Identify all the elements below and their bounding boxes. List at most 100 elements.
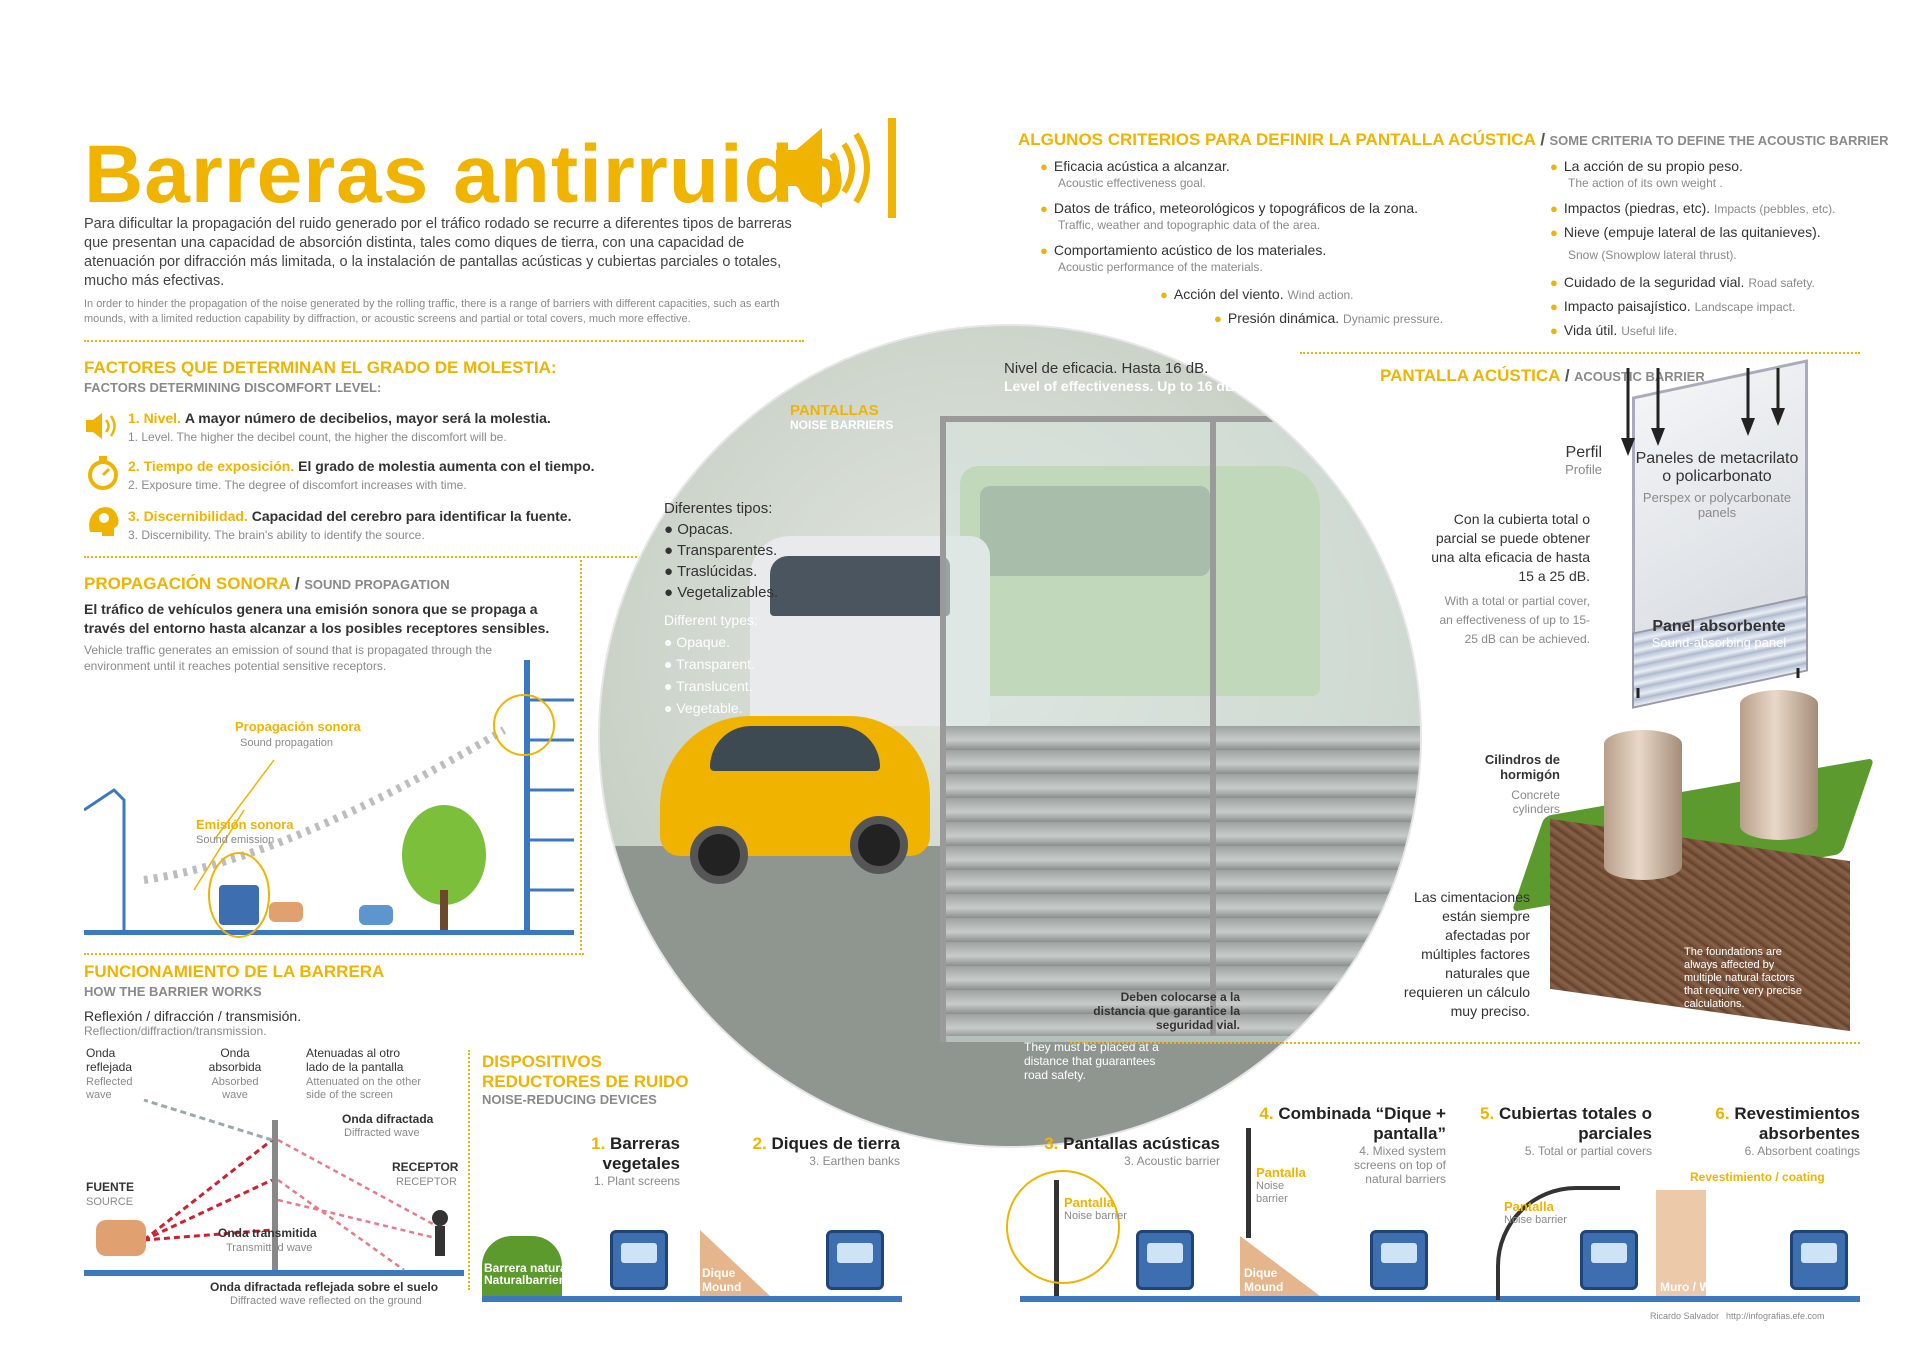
label: Onda difractada (342, 1112, 434, 1126)
truck-icon (1580, 1230, 1638, 1290)
label: Propagación sonora (235, 719, 361, 734)
propagation-diagram (83, 640, 584, 945)
stopwatch-icon (86, 455, 120, 496)
label: Diffracted wave reflected on the ground (230, 1295, 422, 1307)
device-3: 3. Pantallas acústicas 3. Acoustic barri… (1044, 1134, 1220, 1168)
car-window (710, 726, 880, 771)
noise-barrier-illustration (598, 324, 1422, 1148)
label: Onda difractada reflejada sobre el suelo (210, 1280, 439, 1294)
label: Onda absorbida (208, 1046, 262, 1074)
label: Reflected wave (86, 1076, 133, 1101)
label: Sound emission (196, 834, 275, 846)
concrete-cylinder (1604, 730, 1682, 880)
acoustic-barrier-heading: PANTALLA ACÚSTICA / ACOUSTIC BARRIER (1380, 366, 1705, 385)
absorbent-label: Panel absorbente Sound-absorbing panel (1651, 618, 1787, 650)
propagation-text: El tráfico de vehículos genera una emisi… (84, 601, 550, 636)
label: Diffracted wave (344, 1127, 420, 1139)
barrier-post (940, 416, 946, 1036)
criteria-item: Acción del viento. Wind action. (1160, 286, 1354, 304)
divider-vertical (468, 1050, 470, 1290)
how-text: Reflexión / difracción / transmisión. (84, 1008, 302, 1024)
barrier-diagram (84, 1080, 484, 1305)
factor-item: 1. Nivel. A mayor número de decibelios, … (128, 410, 551, 426)
absorbent-slats (946, 726, 1420, 1036)
page-title: Barreras antirruido (84, 129, 846, 220)
how-text-en: Reflection/diffraction/transmission. (84, 1024, 267, 1038)
criteria-item: La acción de su propio peso.The action o… (1550, 158, 1743, 192)
distance-note-en: They must be placed at a distance that g… (1024, 1040, 1159, 1082)
label: RECEPTOR (396, 1176, 457, 1188)
cylinders-label: Cilindros de hormigón Concrete cylinders (1484, 752, 1560, 816)
foundation-note: Las cimentaciones están siempre afectada… (1403, 889, 1530, 1019)
truck-icon (1370, 1230, 1428, 1290)
divider (1300, 352, 1860, 354)
criteria-item: Eficacia acústica a alcanzar.Acoustic ef… (1040, 158, 1230, 192)
label: SOURCE (86, 1196, 134, 1208)
van-window (770, 556, 950, 616)
truck-icon (826, 1230, 884, 1290)
mound-shape (1240, 1236, 1320, 1296)
credit-site[interactable]: http://infografias.efe.com (1726, 1311, 1825, 1321)
concrete-cylinder (1740, 690, 1818, 840)
factor-item: 3. Discernibilidad. Capacidad del cerebr… (128, 508, 572, 524)
label: Revestimiento / coating (1690, 1170, 1825, 1184)
criteria-item: Impacto paisajístico. Landscape impact. (1550, 298, 1795, 316)
propagation-text-en: Vehicle traffic generates an emission of… (84, 643, 493, 673)
divider (84, 953, 584, 955)
highlight-circle (1006, 1170, 1120, 1284)
device-1: 1. Barreras vegetales 1. Plant screens (591, 1134, 680, 1188)
label: Onda reflejada (86, 1046, 133, 1074)
intro-english: In order to hinder the propagation of th… (84, 298, 780, 325)
distance-note: Deben colocarse a la distancia que garan… (1093, 990, 1240, 1032)
credit-author: Ricardo Salvador (1650, 1311, 1720, 1321)
wheel (850, 816, 908, 874)
label: PANTALLAS NOISE BARRIERS (790, 402, 894, 432)
device-5: 5. Cubiertas totales o parciales 5. Tota… (1480, 1104, 1652, 1158)
label: Attenuated on the other side of the scre… (306, 1076, 421, 1101)
truck-icon (610, 1230, 668, 1290)
plant-barrier-shape (482, 1236, 562, 1296)
foundation-note-en: The foundations are always affected by m… (1684, 946, 1802, 1010)
label: RECEPTOR (392, 1160, 459, 1174)
criteria-heading: ALGUNOS CRITERIOS PARA DEFINIR LA PANTAL… (1018, 130, 1889, 149)
label: Perfil Profile (1565, 444, 1602, 477)
device-4: 4. Combinada “Dique + pantalla” 4. Mixed… (1259, 1104, 1446, 1186)
factor-item-en: 2. Exposure time. The degree of discomfo… (128, 478, 467, 492)
wheel (690, 826, 748, 884)
label: Sound propagation (240, 737, 333, 749)
wall-shape (1656, 1190, 1706, 1296)
label: Emisión sonora (196, 817, 294, 832)
truck-icon (1136, 1230, 1194, 1290)
arrow-icon (1618, 368, 1838, 703)
barrier-post (1210, 416, 1216, 1036)
label: Atenuadas al otro lado de la pantalla (306, 1046, 404, 1074)
divider (1070, 1042, 1860, 1044)
criteria-item: Datos de tráfico, meteorológicos y topog… (1040, 200, 1418, 234)
ground-line (482, 1296, 902, 1302)
criteria-item: Cuidado de la seguridad vial. Road safet… (1550, 274, 1815, 292)
speaker-icon (84, 410, 124, 447)
criteria-item: Impactos (piedras, etc). Impacts (pebble… (1550, 200, 1836, 218)
how-subtitle: HOW THE BARRIER WORKS (84, 984, 262, 999)
device-6: 6. Revestimientos absorbentes 6. Absorbe… (1715, 1104, 1860, 1158)
intro-spanish: Para dificultar la propagación del ruido… (84, 216, 792, 289)
truck-icon (1790, 1230, 1848, 1290)
divider-vertical (580, 560, 582, 950)
factors-subtitle: FACTORS DETERMINING DISCOMFORT LEVEL: (84, 380, 382, 395)
devices-heading: DISPOSITIVOS REDUCTORES DE RUIDO NOISE-R… (482, 1052, 689, 1107)
device-2: 2. Diques de tierra 3. Earthen banks (752, 1134, 900, 1168)
factors-title: FACTORES QUE DETERMINAN EL GRADO DE MOLE… (84, 358, 557, 377)
factor-item: 2. Tiempo de exposición. El grado de mol… (128, 458, 595, 474)
effectiveness-label: Nivel de eficacia. Hasta 16 dB. Level of… (1004, 360, 1239, 394)
types-list: Diferentes tipos: ● Opacas. ● Transparen… (664, 500, 779, 716)
label: Absorbed wave (211, 1076, 259, 1101)
label: Transmitted wave (226, 1242, 313, 1254)
ground-line (1020, 1296, 1860, 1302)
speaker-icon (770, 118, 910, 223)
